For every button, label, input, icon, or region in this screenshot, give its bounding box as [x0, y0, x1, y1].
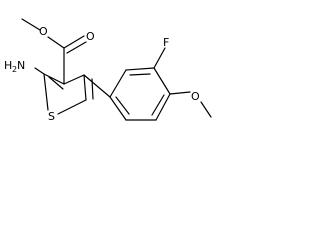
bond-c2-n	[34, 67, 45, 75]
bond-ether-o-methyl	[21, 18, 41, 31]
ester-oxygen-label: O	[39, 25, 48, 38]
bond-carbonyl-o-double	[66, 41, 87, 54]
bond-ph2-ph3	[125, 67, 155, 71]
ester-group: O O	[21, 18, 95, 85]
structure-svg: H 2 N S O O F O	[4, 18, 212, 123]
sulfur-label: S	[48, 110, 55, 123]
bond-c4-c5	[83, 74, 87, 101]
methoxy-group: O	[169, 90, 212, 118]
bond-ph4-ph5-inner	[151, 94, 165, 116]
phenyl-ring	[83, 67, 171, 121]
bond-s-c2	[43, 73, 49, 111]
bond-c4-phenyl	[83, 74, 111, 98]
bond-ph4-ph5	[155, 93, 171, 121]
bond-carbonyl-o	[63, 35, 85, 49]
bond-ph3-f	[153, 47, 166, 69]
fluorine-label: F	[163, 36, 169, 49]
methoxy-oxygen-label: O	[191, 90, 200, 103]
bond-o-methyl	[200, 101, 212, 118]
bond-ph3-ph4	[153, 67, 171, 95]
amine-subscript-label: 2	[12, 65, 17, 74]
bond-ph2-ph3-inner	[129, 73, 151, 76]
bond-c2-c3	[43, 73, 65, 85]
fluoro-group: F	[153, 36, 169, 69]
amine-h-label: H	[4, 59, 12, 72]
bond-c3-c4	[63, 74, 85, 85]
carbonyl-oxygen-label: O	[86, 30, 95, 43]
bond-ph4-o	[169, 91, 191, 95]
bond-ph6-ph1-inner	[115, 96, 130, 115]
bond-carbonyl-ether-o	[47, 36, 65, 49]
bond-ph1-ph2	[109, 69, 127, 98]
thiophene-ring	[43, 73, 94, 115]
amine-group: H 2 N	[4, 59, 45, 75]
bond-c5-s	[57, 99, 87, 115]
amine-n-label: N	[17, 59, 25, 72]
bond-ph6-ph1	[109, 96, 127, 121]
molecule-structure: H 2 N S O O F O	[4, 18, 212, 123]
bond-c2-c3-double	[48, 76, 64, 90]
